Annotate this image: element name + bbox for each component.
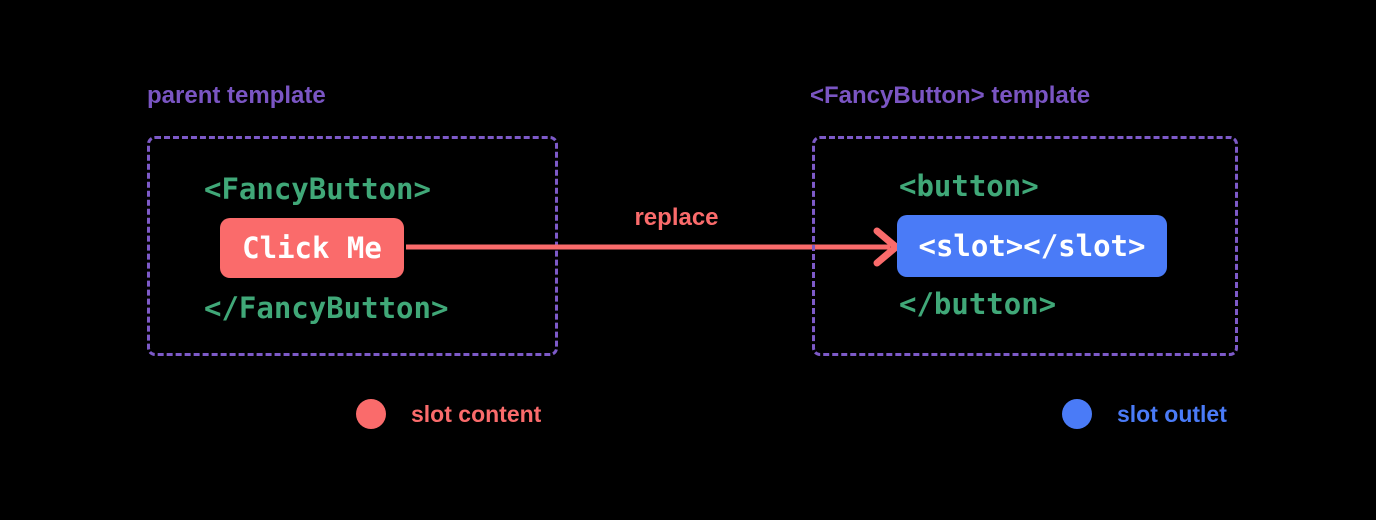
click-me-button-label: Click Me xyxy=(242,231,382,265)
component-code-open-tag: <button> xyxy=(899,169,1039,203)
slot-content-legend-label: slot content xyxy=(411,401,542,427)
slot-outlet-dot-icon xyxy=(1062,399,1092,429)
parent-code-close-tag: </FancyButton> xyxy=(204,291,449,325)
slot-content-dot-icon xyxy=(356,399,386,429)
replace-arrowhead-icon xyxy=(873,227,902,267)
replace-arrow xyxy=(406,227,902,267)
click-me-button: Click Me xyxy=(220,218,404,278)
legend-item-slot-outlet: slot outlet xyxy=(1062,399,1227,429)
fancybutton-template-box xyxy=(812,136,1238,356)
fancybutton-template-title: <FancyButton> template xyxy=(810,82,1091,109)
parent-template-title: parent template xyxy=(147,82,326,109)
slot-outlet-button: <slot></slot> xyxy=(897,215,1167,277)
parent-code-open-tag: <FancyButton> xyxy=(204,172,431,206)
slot-outlet-label: <slot></slot> xyxy=(918,229,1146,263)
slot-outlet-legend-label: slot outlet xyxy=(1117,401,1227,427)
replace-label: replace xyxy=(634,204,719,231)
component-code-close-tag: </button> xyxy=(899,287,1057,321)
legend-item-slot-content: slot content xyxy=(356,399,541,429)
